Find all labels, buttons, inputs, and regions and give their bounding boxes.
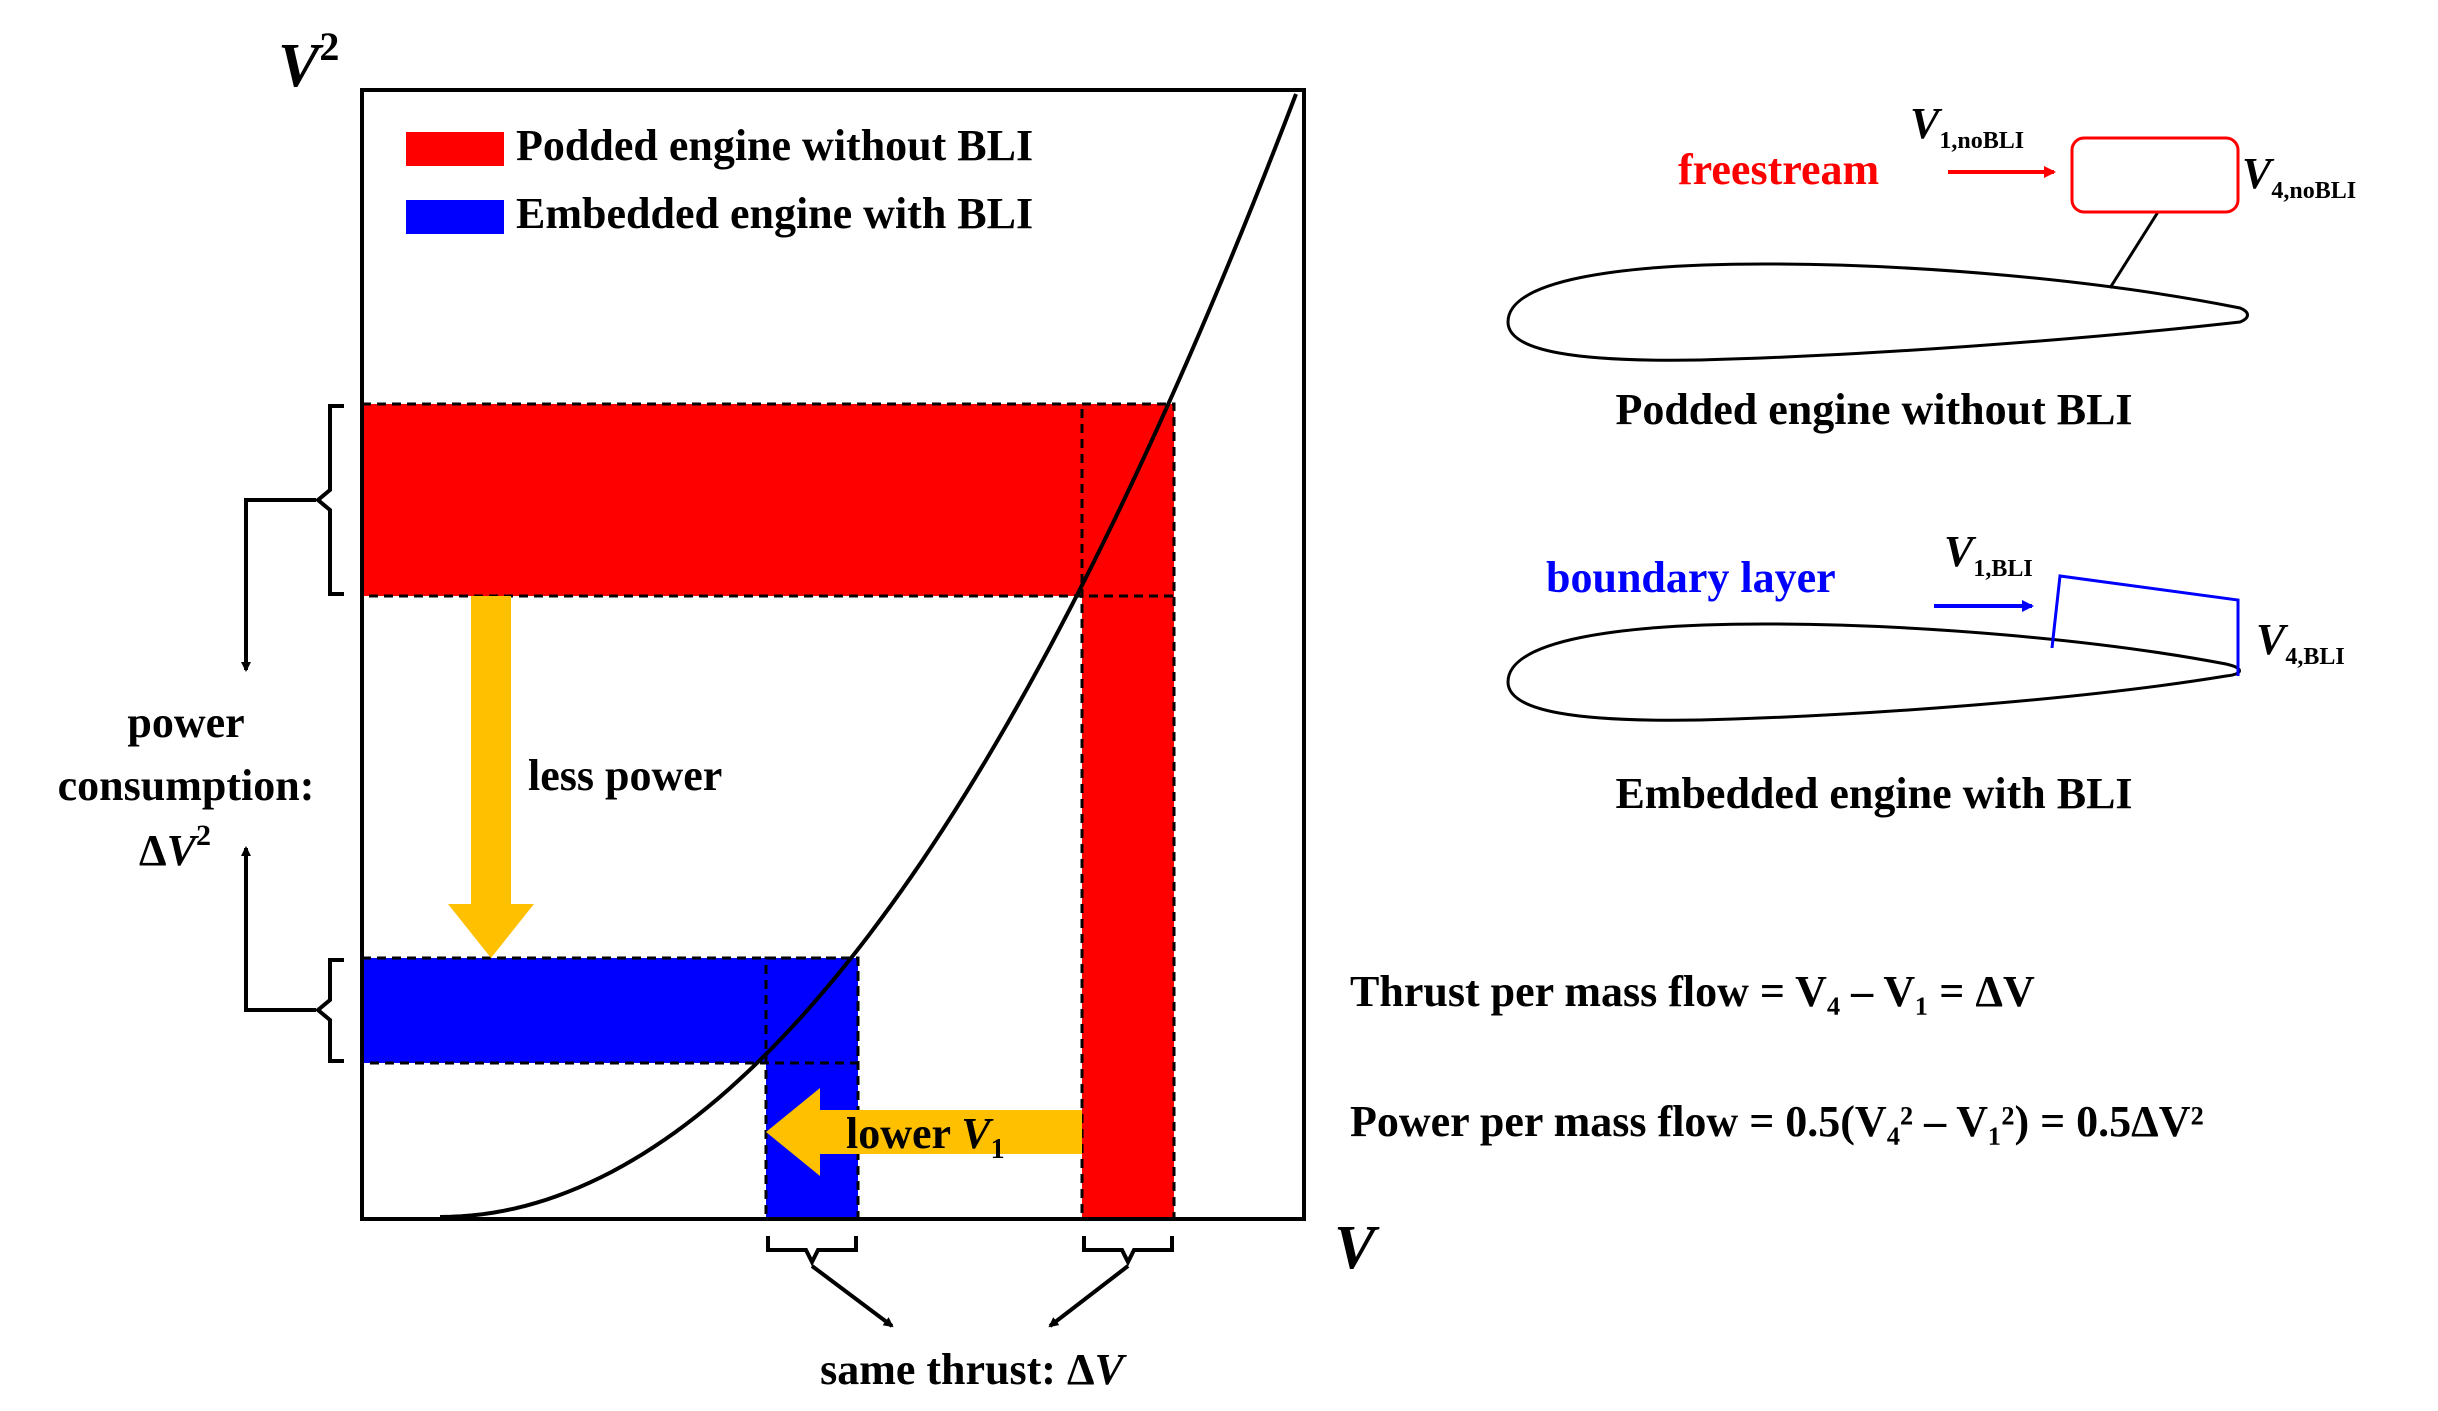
embedded-bracket [314,958,344,1063]
lower-v1-label: lower V1 [846,1109,1005,1165]
power-line-2: consumption: [58,761,315,810]
embedded-dv-bracket [766,1236,858,1267]
same-thrust-label: same thrust: ΔV [820,1345,1127,1394]
v4-bli-label: V4,BLI [2256,615,2345,670]
bli-nacelle [2050,574,2240,676]
v-squared-curve [439,93,1298,1219]
less-power-arrow [448,596,534,958]
embedded-vertical-band [766,958,858,1219]
podded-airfoil [1506,262,2249,362]
bli-caption: Embedded engine with BLI [1615,769,2132,818]
podded-bands [362,404,1174,1219]
power-consumption-label: power consumption: ΔV2 [58,698,315,875]
left-brackets [241,404,344,1063]
thrust-arrow-left [810,1264,894,1328]
power-connector-top [241,498,316,672]
v1-nobli-label: V1,noBLI [1910,99,2024,154]
podded-dv-bracket [1082,1236,1174,1267]
podded-vertical-band [1082,404,1174,1219]
freestream-label: freestream [1678,145,1879,194]
legend-label-embedded: Embedded engine with BLI [516,189,1033,238]
less-power-label: less power [528,751,722,800]
podded-caption: Podded engine without BLI [1615,385,2132,434]
power-equation: Power per mass flow = 0.5(V₄² – V₁²) = 0… [1350,1097,2204,1146]
bli-engine-diagram: boundary layer V1,BLI V4,BLI Embedded en… [1506,527,2345,818]
legend-label-podded: Podded engine without BLI [516,121,1033,170]
lower-v1-arrow [766,1088,1082,1176]
plot-frame [360,88,1306,1221]
y-axis-symbol: V [278,32,324,100]
power-line-3: ΔV2 [139,819,211,875]
podded-horizontal-band [362,404,1174,596]
bottom-brackets [766,1236,1174,1328]
bli-airfoil [1506,622,2241,722]
x-axis-label: V [1334,1214,1380,1282]
embedded-bands [362,958,858,1219]
legend-swatch-podded [406,132,504,166]
embedded-dashed-horizontal [360,956,860,1065]
thrust-equation: Thrust per mass flow = V₄ – V₁ = ΔV [1350,967,2035,1016]
podded-nacelle [2070,136,2240,214]
podded-engine-diagram: freestream V1,noBLI V4,noBLI Podded engi… [1506,99,2356,434]
legend: Podded engine without BLI Embedded engin… [406,121,1033,238]
thrust-arrow-right [1048,1264,1130,1328]
v4-nobli-label: V4,noBLI [2242,149,2356,204]
podded-pylon [2108,211,2160,289]
power-line-1: power [127,698,244,747]
legend-swatch-embedded [406,200,504,234]
podded-bracket [314,404,344,596]
power-connector-bottom [241,846,316,1012]
y-axis-exponent: 2 [319,24,339,69]
boundary-layer-label: boundary layer [1546,553,1836,602]
v1-bli-label: V1,BLI [1944,527,2033,582]
y-axis-label: V2 [278,24,339,100]
